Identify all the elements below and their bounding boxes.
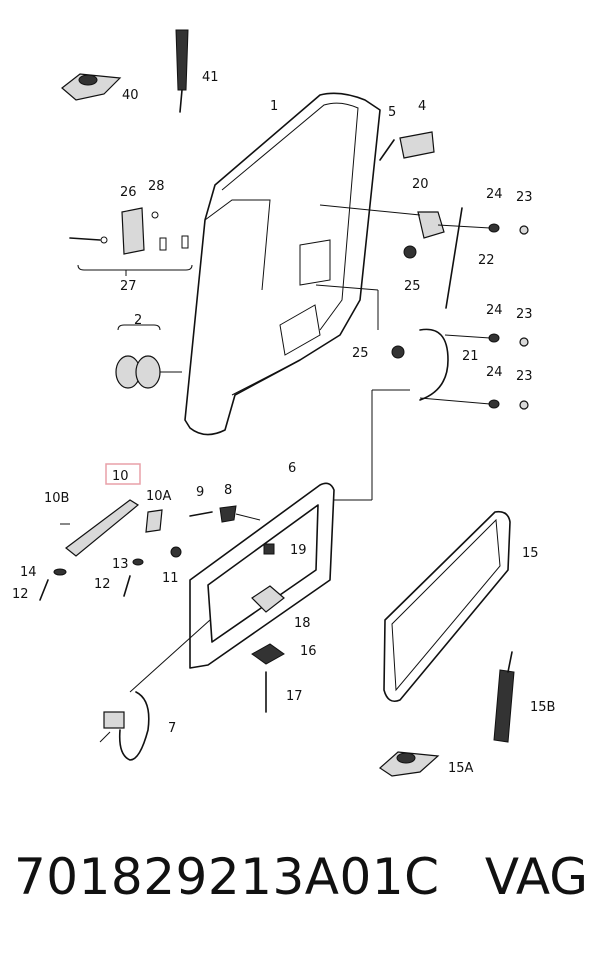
label-17: 17 [286, 689, 303, 704]
label-25b: 25 [352, 346, 369, 361]
label-23c: 23 [516, 369, 533, 384]
part-10-highlight [105, 463, 141, 485]
label-1: 1 [270, 99, 278, 114]
label-15a: 15A [448, 761, 474, 776]
label-20: 20 [412, 177, 429, 192]
part-40-bracket [61, 73, 122, 101]
part-27-screws [69, 235, 193, 276]
label-13: 13 [112, 557, 129, 572]
part-19-stud [263, 543, 275, 555]
part-5-screw [379, 139, 395, 161]
label-10a: 10A [146, 489, 172, 504]
part-25-nuts [391, 245, 417, 359]
label-27: 27 [120, 279, 137, 294]
label-23b: 23 [516, 307, 533, 322]
label-10b: 10B [44, 491, 69, 506]
part-18-latch [251, 585, 285, 613]
part-8-clip [219, 505, 261, 523]
part-13-14-washers [53, 558, 144, 576]
footer: 701829213A01C VAG [0, 848, 600, 928]
part-28-clip [151, 211, 159, 219]
label-8: 8 [224, 483, 232, 498]
label-40: 40 [122, 88, 139, 103]
label-14: 14 [20, 565, 37, 580]
label-21: 21 [462, 349, 479, 364]
label-24b: 24 [486, 303, 503, 318]
label-16: 16 [300, 644, 317, 659]
part-15-glass [383, 510, 511, 703]
label-22: 22 [478, 253, 495, 268]
label-26: 26 [120, 185, 137, 200]
tailgate-panel [184, 92, 381, 436]
part-10-rail [60, 499, 163, 557]
label-7: 7 [168, 721, 176, 736]
part-21-hinge [419, 328, 449, 401]
leader-lines-strut [315, 204, 491, 405]
part-12-screws [39, 575, 131, 601]
part-6-window-frame [189, 389, 410, 669]
part-23-24-washers [488, 223, 529, 410]
label-12a: 12 [12, 587, 29, 602]
label-23a: 23 [516, 190, 533, 205]
part-9-screw [189, 511, 213, 517]
label-10: 10 [112, 469, 129, 484]
part-15a-bracket [379, 751, 440, 777]
part-number: 701829213A01C [14, 848, 440, 906]
callout-labels: 1 2 4 5 6 7 8 9 10 10A 10B 11 12 12 13 1… [12, 70, 555, 776]
part-7-cable [99, 619, 211, 761]
part-4-bracket [399, 131, 435, 159]
label-2: 2 [134, 313, 142, 328]
part-2-handle [115, 324, 182, 389]
part-15b-stick [493, 651, 515, 743]
label-18: 18 [294, 616, 311, 631]
label-41: 41 [202, 70, 219, 85]
part-20-bracket [417, 211, 445, 239]
label-15: 15 [522, 546, 539, 561]
part-22-strut [445, 207, 463, 309]
label-15b: 15B [530, 700, 555, 715]
brand-name: VAG [484, 848, 588, 906]
label-12b: 12 [94, 577, 111, 592]
part-16-base [251, 643, 285, 665]
label-25a: 25 [404, 279, 421, 294]
part-11-nut [170, 546, 182, 558]
label-11: 11 [162, 571, 179, 586]
label-6: 6 [288, 461, 296, 476]
label-19: 19 [290, 543, 307, 558]
label-9: 9 [196, 485, 204, 500]
label-24a: 24 [486, 187, 503, 202]
label-5: 5 [388, 105, 396, 120]
part-41-stick [175, 29, 189, 113]
label-28: 28 [148, 179, 165, 194]
label-4: 4 [418, 99, 426, 114]
part-26-plate [121, 207, 145, 255]
label-24c: 24 [486, 365, 503, 380]
